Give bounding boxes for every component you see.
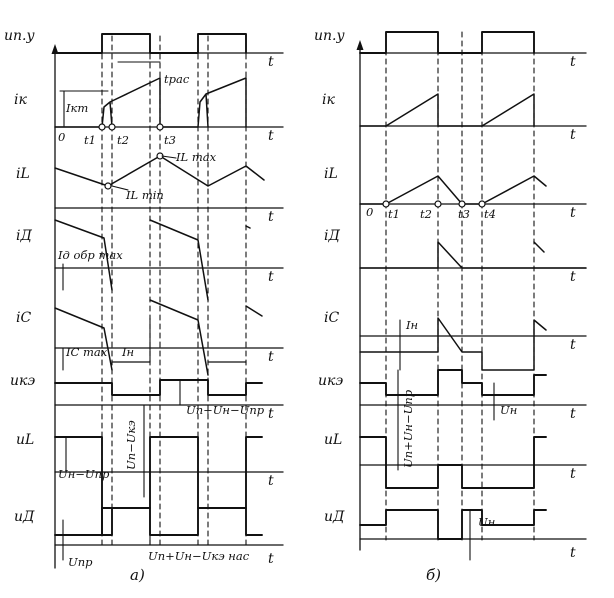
panel-a-ic-waveform (54, 299, 263, 376)
panel-a-ann-unupr: Uн−Uпр (58, 467, 110, 481)
panel-a-ann-unukz: Uп−Uкэ (124, 420, 138, 470)
panel-b-control-waveform (359, 31, 535, 54)
panel-b-ann-t2: t2 (420, 207, 432, 221)
panel-a-ann-idobr: Iд обр max (57, 248, 123, 262)
panel-b-time-label-2: t (570, 127, 576, 143)
panel-a-signal-label-ic: iC (16, 310, 31, 326)
panel-b-ic-waveform (359, 317, 547, 371)
panel-a-annotation-arrows (59, 61, 181, 561)
panel-a-caption: a) (130, 566, 145, 584)
panel-b-ann-t4: t4 (484, 207, 496, 221)
panel-a-signal-label-ul: uL (16, 432, 34, 448)
panel-b-il-waveform (359, 175, 547, 205)
panel-a-ul-waveform (54, 436, 263, 536)
panel-b-ann-un2: Uн (478, 515, 495, 529)
panel-b-ann-t1: t1 (388, 207, 400, 221)
panel-b-signal-label-ul: uL (324, 432, 342, 448)
panel-b-caption: б) (426, 566, 441, 584)
panel-a-control-waveform (54, 33, 247, 54)
panel-b-signal-label-id: iД (324, 228, 340, 244)
panel-a-axis-arrow-icon (51, 44, 59, 54)
panel-a-time-label-7: t (268, 473, 274, 489)
panel-a: t t t t t t t t uп.у iк iL iД iC uкэ uL … (4, 28, 284, 584)
panel-b-ann-origin: 0 (366, 205, 373, 219)
panel-b-time-label-8: t (570, 545, 576, 561)
panel-b-ud-waveform (359, 509, 547, 540)
panel-a-signal-label-id: iД (16, 228, 32, 244)
panel-a-ann-tpac: tрас (164, 72, 190, 86)
panel-a-time-label-5: t (268, 349, 274, 365)
panel-a-signal-label-il: iL (16, 166, 30, 182)
panel-b-time-label-4: t (570, 269, 576, 285)
panel-b-ann-in: Iн (405, 318, 418, 332)
panel-a-ik-waveform (54, 77, 247, 128)
panel-b-signal-label-ukz: uкэ (318, 373, 343, 389)
panel-b-ann-un: Uн (500, 403, 517, 417)
panel-a-ud-waveform (54, 507, 263, 536)
panel-b-ann-t3: t3 (458, 207, 470, 221)
panel-a-signal-label-ukz: uкэ (10, 373, 35, 389)
panel-b-time-label-5: t (570, 337, 576, 353)
panel-b-signal-label-ud: uД (324, 509, 345, 525)
panel-a-signal-label-ik: iк (14, 92, 27, 108)
panel-b-ann-usum: Uп+Uн−Uпр (401, 389, 415, 468)
panel-b-signal-label-ic: iC (324, 310, 339, 326)
panel-a-ann-origin: 0 (58, 130, 65, 144)
panel-a-ukz-waveform (54, 379, 263, 396)
panel-a-ann-ilmax: IL max (175, 150, 217, 164)
panel-a-ann-upr: Uпр (68, 555, 93, 569)
panel-b-ik-waveform (359, 93, 535, 127)
panel-a-ann-upnupr: Uп+Uн−Uпр (186, 403, 265, 417)
panel-a-ann-ikm: Iкm (65, 101, 88, 115)
panel-a-id-waveform (54, 219, 251, 301)
panel-b-ul-waveform (359, 436, 547, 489)
panel-a-time-label-6: t (268, 406, 274, 422)
panel-b-time-marks (382, 200, 486, 208)
panel-a-ann-t2: t2 (117, 133, 129, 147)
panel-a-ann-in: Iн (121, 345, 134, 359)
panel-b-ukz-waveform (359, 369, 547, 396)
panel-b-time-label-3: t (570, 205, 576, 221)
panel-a-signal-label-control: uп.у (4, 28, 35, 44)
panel-b-annotation-arrows (397, 319, 495, 561)
panel-a-time-label-4: t (268, 269, 274, 285)
panel-a-time-marks (98, 123, 164, 190)
panel-a-signal-label-ud: uД (14, 509, 35, 525)
panel-b-signal-label-ik: iк (322, 92, 335, 108)
panel-a-time-label-2: t (268, 128, 274, 144)
panel-b-signal-label-il: iL (324, 166, 338, 182)
panel-a-ann-t1: t1 (84, 133, 96, 147)
panel-b-signal-label-control: uп.у (314, 28, 345, 44)
panel-a-time-label-1: t (268, 54, 274, 70)
panel-a-il-waveform (54, 155, 265, 187)
panel-a-guides (101, 35, 247, 549)
panel-a-ann-usum: Uп+Uн−Uкэ нас (148, 549, 250, 563)
panel-a-time-label-8: t (268, 551, 274, 567)
panel-a-ann-icmax: IC max (65, 345, 108, 359)
panel-b-time-label-1: t (570, 54, 576, 70)
panel-b: t t t t t t t t uп.у iк iL iД iC uкэ uL … (314, 28, 587, 584)
panel-b-axis-arrow-icon (356, 40, 364, 50)
panel-a-ann-ilmin: IL min (125, 188, 164, 202)
panel-a-ann-t3: t3 (164, 133, 176, 147)
panel-b-time-label-7: t (570, 466, 576, 482)
panel-b-id-waveform (359, 241, 587, 269)
panel-b-time-label-6: t (570, 406, 576, 422)
panel-a-time-label-3: t (268, 209, 274, 225)
